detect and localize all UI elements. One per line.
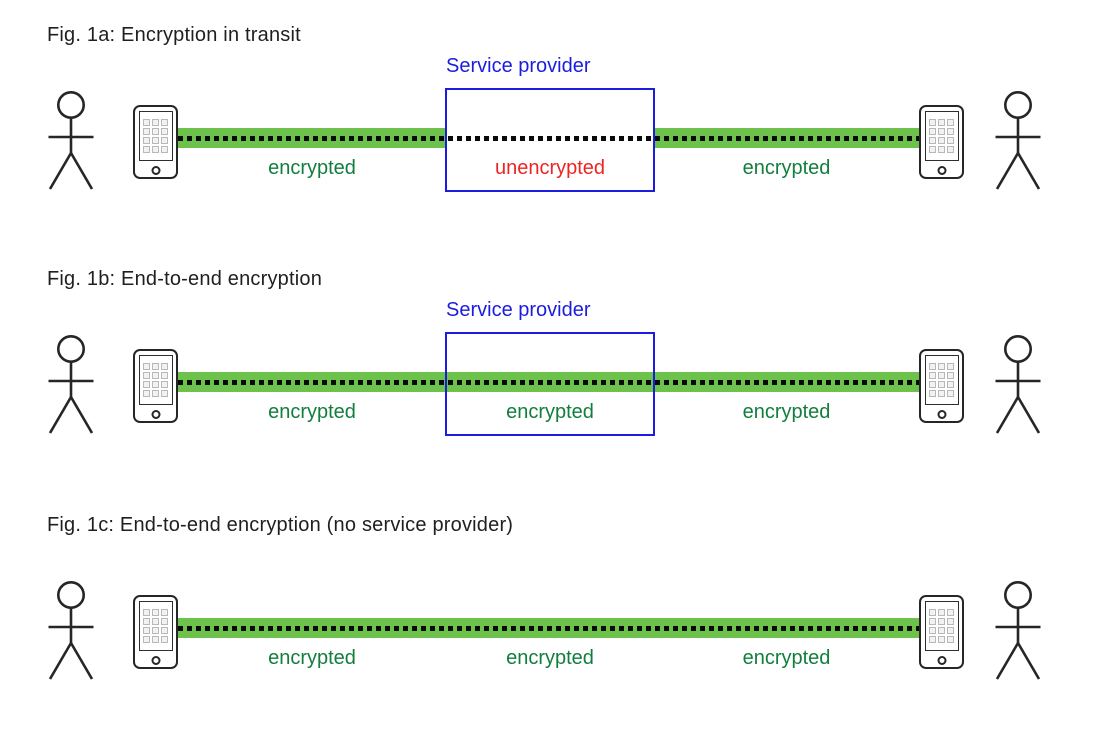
figure-1a-encryption-in-transit: Fig. 1a: Encryption in transit Service p… <box>0 0 1100 250</box>
stick-figure-icon <box>48 91 94 190</box>
figure-1c-e2e-no-service-provider: Fig. 1c: End-to-end encryption (no servi… <box>0 490 1100 740</box>
message-dotted-line <box>178 380 919 385</box>
service-provider-label: Service provider <box>446 55 591 77</box>
smartphone-icon-sender <box>133 105 178 179</box>
phone-home-button-icon <box>937 165 946 175</box>
person-icon-sender <box>47 580 95 680</box>
phone-home-button-icon <box>937 409 946 419</box>
figure-1b-end-to-end-encryption: Fig. 1b: End-to-end encryption Service p… <box>0 244 1100 494</box>
person-icon-receiver <box>994 90 1042 190</box>
phone-screen <box>138 354 173 405</box>
encrypted-label-middle: encrypted <box>506 401 594 423</box>
figure-1a-title: Fig. 1a: Encryption in transit <box>47 24 301 46</box>
service-provider-box <box>445 332 655 436</box>
unencrypted-label: unencrypted <box>494 157 606 179</box>
message-dotted-line <box>178 136 919 141</box>
smartphone-icon-sender <box>133 349 178 423</box>
message-dotted-line <box>178 626 919 631</box>
stick-figure-icon <box>48 335 94 434</box>
phone-screen <box>138 600 173 651</box>
encrypted-label-left: encrypted <box>268 647 356 669</box>
person-icon-receiver <box>994 580 1042 680</box>
smartphone-icon-sender <box>133 595 178 669</box>
encrypted-label-middle: encrypted <box>506 647 594 669</box>
stick-figure-icon <box>48 581 94 680</box>
phone-screen <box>924 600 959 651</box>
encrypted-label-right: encrypted <box>742 647 831 669</box>
phone-screen <box>924 354 959 405</box>
phone-home-button-icon <box>151 409 160 419</box>
phone-screen <box>924 110 959 161</box>
stick-figure-icon <box>995 91 1041 190</box>
service-provider-label: Service provider <box>446 299 591 321</box>
stick-figure-icon <box>995 335 1041 434</box>
phone-home-button-icon <box>937 655 946 665</box>
figure-1c-title: Fig. 1c: End-to-end encryption (no servi… <box>47 514 514 536</box>
figure-1b-title: Fig. 1b: End-to-end encryption <box>47 268 323 290</box>
person-icon-receiver <box>994 334 1042 434</box>
stick-figure-icon <box>995 581 1041 680</box>
smartphone-icon-receiver <box>919 595 964 669</box>
phone-home-button-icon <box>151 165 160 175</box>
phone-home-button-icon <box>151 655 160 665</box>
encrypted-label-left: encrypted <box>268 157 356 179</box>
encrypted-label-right: encrypted <box>742 157 831 179</box>
person-icon-sender <box>47 334 95 434</box>
smartphone-icon-receiver <box>919 105 964 179</box>
service-provider-box <box>445 88 655 192</box>
encrypted-label-left: encrypted <box>268 401 356 423</box>
person-icon-sender <box>47 90 95 190</box>
smartphone-icon-receiver <box>919 349 964 423</box>
phone-screen <box>138 110 173 161</box>
encrypted-label-right: encrypted <box>742 401 831 423</box>
